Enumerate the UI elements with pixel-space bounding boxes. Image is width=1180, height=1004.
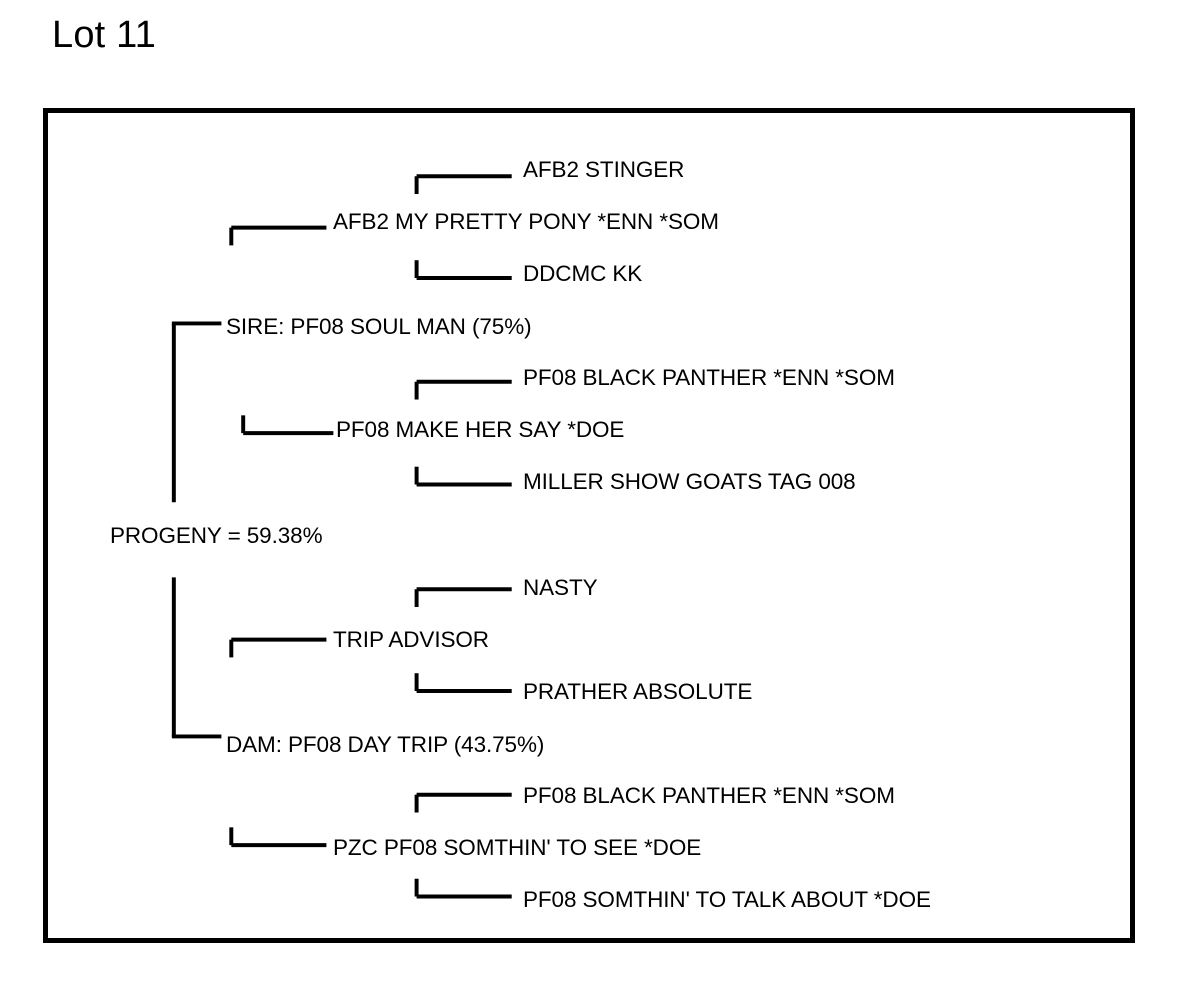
node-dam-dam: PZC PF08 SOMTHIN' TO SEE *DOE [333, 835, 702, 860]
bracket-afb2-stinger [414, 174, 512, 195]
node-dam-dam-dam: PF08 SOMTHIN' TO TALK ABOUT *DOE [523, 887, 931, 912]
node-dam-dam-sire: PF08 BLACK PANTHER *ENN *SOM [523, 783, 895, 808]
bracket-nasty [414, 587, 512, 608]
spine-sire [171, 321, 222, 503]
node-dam-sire-sire: NASTY [523, 575, 598, 600]
node-sire-sire: AFB2 MY PRETTY PONY *ENN *SOM [333, 209, 719, 234]
pedigree-chart-box: AFB2 STINGER AFB2 MY PRETTY PONY *ENN *S… [43, 108, 1135, 943]
bracket-prather-absolute [414, 673, 512, 693]
bracket-pf08-somthin-to-talk-about [414, 878, 512, 899]
node-progeny: PROGENY = 59.38% [110, 523, 323, 548]
node-dam-sire-dam: PRATHER ABSOLUTE [523, 679, 753, 704]
bracket-afb2-my-pretty-pony [229, 225, 327, 246]
node-sire-dam-sire: PF08 BLACK PANTHER *ENN *SOM [523, 365, 895, 390]
bracket-trip-advisor [229, 637, 327, 658]
bracket-miller-show-goats [414, 466, 512, 487]
bracket-pzc-pf08-somthin-to-see [229, 827, 327, 848]
node-dam-sire: TRIP ADVISOR [333, 627, 489, 652]
bracket-pf08-make-her-say [241, 415, 334, 436]
node-sire-sire-dam: DDCMC KK [523, 261, 643, 286]
node-sire-sire-sire: AFB2 STINGER [523, 157, 685, 182]
node-sire: SIRE: PF08 SOUL MAN (75%) [226, 314, 532, 339]
page-title: Lot 11 [52, 14, 157, 56]
bracket-pf08-black-panther-upper [414, 379, 512, 400]
node-dam: DAM: PF08 DAY TRIP (43.75%) [226, 732, 545, 757]
bracket-ddcmc-kk [414, 260, 512, 280]
spine-dam [171, 577, 222, 739]
node-sire-dam: PF08 MAKE HER SAY *DOE [336, 417, 625, 442]
bracket-pf08-black-panther-lower [414, 792, 512, 813]
node-sire-dam-dam: MILLER SHOW GOATS TAG 008 [523, 469, 856, 494]
